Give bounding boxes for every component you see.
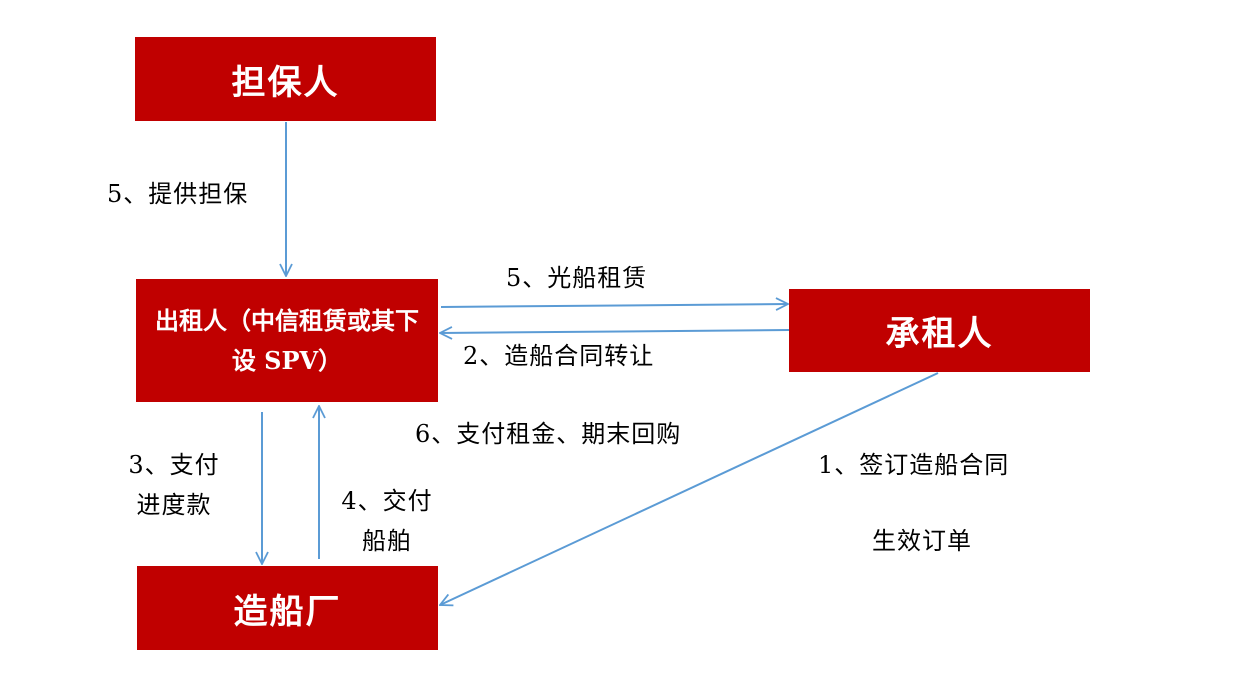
node-lessor: 出租人（中信租赁或其下设 SPV） xyxy=(136,279,438,402)
label-deliver-ship-line2: 船舶 xyxy=(362,527,412,555)
label-deliver-ship-line1: 4、交付 xyxy=(341,487,433,515)
label-sign-contract: 1、签订造船合同 xyxy=(818,451,1010,479)
label-guarantee: 5、提供担保 xyxy=(107,180,249,208)
label-deliver-ship: 4、交付 船舶 xyxy=(331,481,443,561)
arrow-sign-contract xyxy=(440,372,939,605)
label-transfer: 2、造船合同转让 xyxy=(463,342,655,370)
node-shipyard: 造船厂 xyxy=(137,566,438,650)
label-order-effective: 生效订单 xyxy=(872,527,972,555)
node-lessee: 承租人 xyxy=(789,289,1090,372)
node-guarantor: 担保人 xyxy=(135,37,436,121)
label-rent: 6、支付租金、期末回购 xyxy=(415,420,682,448)
label-progress-payment-line1: 3、支付 xyxy=(128,451,220,479)
label-progress-payment-line2: 进度款 xyxy=(136,491,212,519)
label-bareboat: 5、光船租赁 xyxy=(506,264,648,292)
arrow-bareboat xyxy=(440,304,788,307)
arrow-transfer xyxy=(440,330,790,333)
label-progress-payment: 3、支付 进度款 xyxy=(118,445,230,525)
